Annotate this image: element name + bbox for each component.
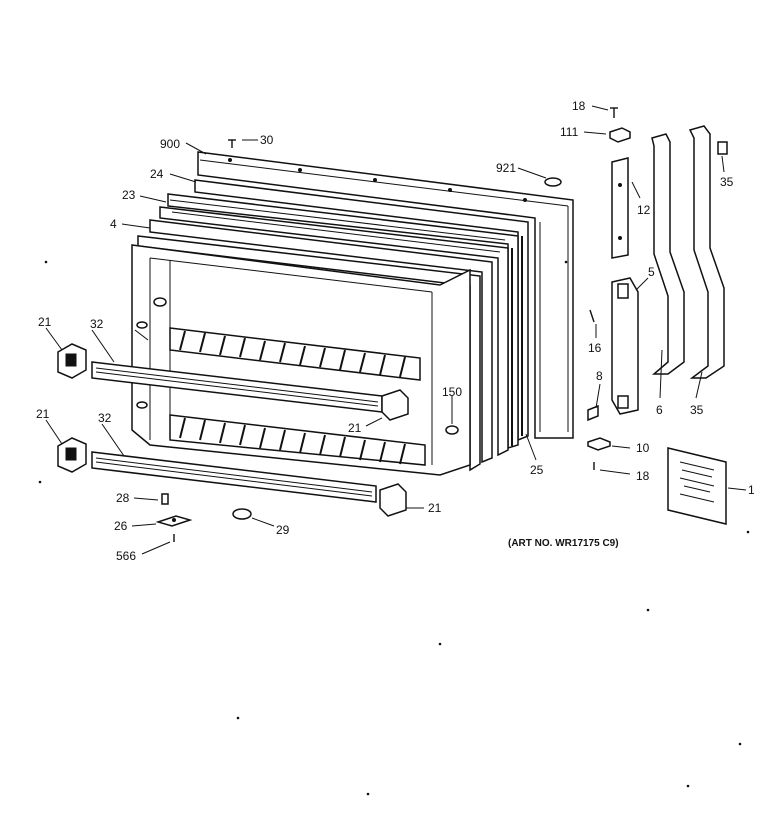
- bracket-111: [609, 127, 631, 143]
- screw-16: [589, 309, 595, 323]
- label-10: 10: [636, 441, 650, 455]
- label-35-top: 35: [720, 175, 734, 189]
- label-32-lower: 32: [98, 411, 112, 425]
- shelf-bar-lower: [91, 451, 377, 503]
- label-6: 6: [656, 403, 663, 417]
- label-24: 24: [150, 167, 164, 181]
- outer-door-panel: [197, 151, 574, 439]
- specks: [38, 260, 750, 796]
- plate-26: [155, 515, 193, 527]
- label-921: 921: [496, 161, 516, 175]
- bracket-10: [587, 437, 611, 451]
- leader-lines: [45, 105, 747, 555]
- door-gasket-layers: [159, 179, 529, 457]
- clip-8: [587, 404, 599, 422]
- label-18-top: 18: [572, 99, 586, 113]
- label-23: 23: [122, 188, 136, 202]
- label-21-right-lower: 21: [428, 501, 442, 515]
- instruction-booklet-1: [667, 447, 727, 525]
- label-566: 566: [116, 549, 136, 563]
- label-21-left-upper: 21: [38, 315, 52, 329]
- hinge-arm-6: [651, 133, 685, 375]
- label-4: 4: [110, 217, 117, 231]
- plug-29: [232, 508, 252, 520]
- label-21-middle: 21: [348, 421, 362, 435]
- hinge-arm-35: [688, 125, 725, 379]
- label-32-upper: 32: [90, 317, 104, 331]
- label-25: 25: [530, 463, 544, 477]
- art-number: (ART NO. WR17175 C9): [508, 538, 619, 549]
- label-111: 111: [560, 125, 579, 139]
- label-35-bottom: 35: [690, 403, 704, 417]
- part-150: [445, 425, 459, 435]
- screw-28: [161, 493, 169, 505]
- label-29: 29: [276, 523, 290, 537]
- label-21-left-lower: 21: [36, 407, 50, 421]
- screw-18-top: [610, 107, 618, 118]
- label-150: 150: [442, 385, 462, 399]
- label-8: 8: [596, 369, 603, 383]
- label-26: 26: [114, 519, 128, 533]
- cap-35: [717, 141, 728, 155]
- inner-door-liner: [131, 219, 493, 476]
- label-12: 12: [637, 203, 651, 217]
- label-900: 900: [160, 137, 180, 151]
- label-1: 1: [748, 483, 755, 497]
- end-cap-right-lower: [379, 483, 407, 517]
- label-16: 16: [588, 341, 602, 355]
- hinge-bracket-5: [611, 277, 639, 415]
- plug-button-921: [544, 177, 562, 187]
- label-5: 5: [648, 265, 655, 279]
- end-cap-right-upper: [381, 389, 409, 421]
- label-28: 28: [116, 491, 130, 505]
- label-18-bottom: 18: [636, 469, 650, 483]
- end-cap-left-lower: [57, 437, 87, 473]
- hinge-plate-12: [611, 157, 629, 259]
- part-labels: 900 30 24 23 4 921 18 111 12 35 5 16 8 6…: [36, 99, 755, 563]
- label-30: 30: [260, 133, 274, 147]
- end-cap-left-upper: [57, 343, 87, 379]
- screw-30: [228, 139, 236, 148]
